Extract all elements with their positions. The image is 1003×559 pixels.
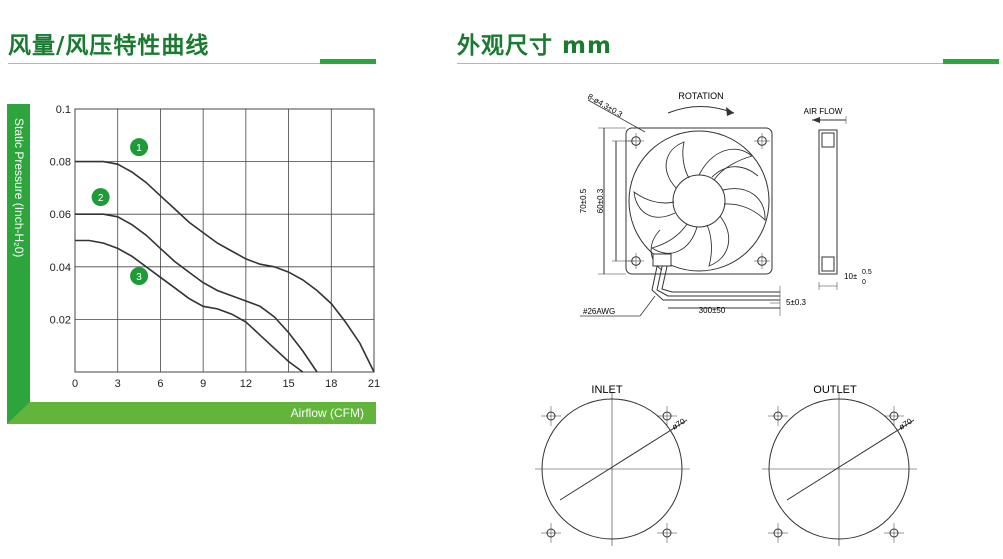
series-badge-label: 1 (136, 143, 142, 154)
inlet-diameter-label: ø70 (670, 416, 687, 431)
x-tick-label: 3 (115, 378, 121, 390)
x-tick-label: 12 (240, 378, 252, 390)
x-tick-label: 9 (200, 378, 206, 390)
fan-hub (672, 174, 726, 228)
fan-venturi (628, 130, 770, 272)
left-section-title: 风量/风压特性曲线 (8, 33, 210, 59)
wire-gauge-label: #26AWG (583, 307, 615, 316)
x-tick-label: 18 (325, 378, 337, 390)
fan-side-view (818, 129, 838, 275)
mounting-holes-label: 8-ø4.3±0.3 (586, 92, 624, 119)
left-title-rule (8, 63, 376, 64)
series-badge-3 (130, 267, 149, 286)
y-tick-label: 0.1 (56, 104, 71, 116)
dim-70-label: 70±0.5 (579, 188, 588, 213)
series-badge-2 (91, 188, 110, 207)
inlet-label: INLET (591, 384, 622, 396)
strip-length-label: 5±0.3 (786, 298, 807, 307)
lead-wires (651, 261, 780, 301)
x-tick-label: 15 (282, 378, 294, 390)
right-section-title: 外观尺寸 mm (457, 33, 612, 59)
chart-series (75, 160, 375, 373)
x-tick-label: 6 (157, 378, 163, 390)
x-axis-label: Airflow (CFM) (291, 406, 364, 420)
series-line-1 (75, 160, 375, 373)
wire-length-label: 300±50 (699, 306, 726, 315)
y-tick-label: 0.06 (50, 209, 71, 221)
thickness-label: 10± (844, 272, 858, 281)
outlet-diameter-label: ø70 (897, 416, 914, 431)
x-axis-bar (7, 402, 376, 424)
series-line-2 (75, 213, 318, 373)
rotation-label: ROTATION (678, 91, 723, 101)
series-badge-label: 3 (136, 272, 142, 283)
chart-badges: 1 2 3 (91, 138, 149, 286)
inlet-view (535, 392, 690, 546)
airflow-label: AIR FLOW (804, 107, 843, 116)
thickness-tol-lower: 0 (862, 279, 866, 286)
outlet-label: OUTLET (813, 384, 857, 396)
right-title-rule (457, 63, 999, 64)
x-tick-label: 0 (72, 378, 78, 390)
fan-blades (633, 141, 766, 271)
y-axis-label: Static Pressure (Inch-H₂0) (12, 118, 26, 257)
y-axis-bar (7, 104, 30, 424)
dim-60-label: 60±0.3 (596, 188, 605, 213)
series-line-3 (75, 239, 304, 373)
thickness-tol-upper: 0.5 (862, 269, 872, 276)
y-tick-label: 0.02 (50, 314, 71, 326)
series-badge-label: 2 (98, 193, 104, 204)
series-badge-1 (130, 138, 149, 157)
outlet-view (762, 392, 917, 546)
y-tick-label: 0.04 (50, 262, 71, 274)
y-tick-label: 0.08 (50, 157, 71, 169)
fan-frame (625, 127, 773, 275)
left-title-accent (320, 59, 376, 64)
rotation-arrow (667, 106, 735, 114)
right-title-accent (943, 59, 999, 64)
x-tick-label: 21 (368, 378, 380, 390)
